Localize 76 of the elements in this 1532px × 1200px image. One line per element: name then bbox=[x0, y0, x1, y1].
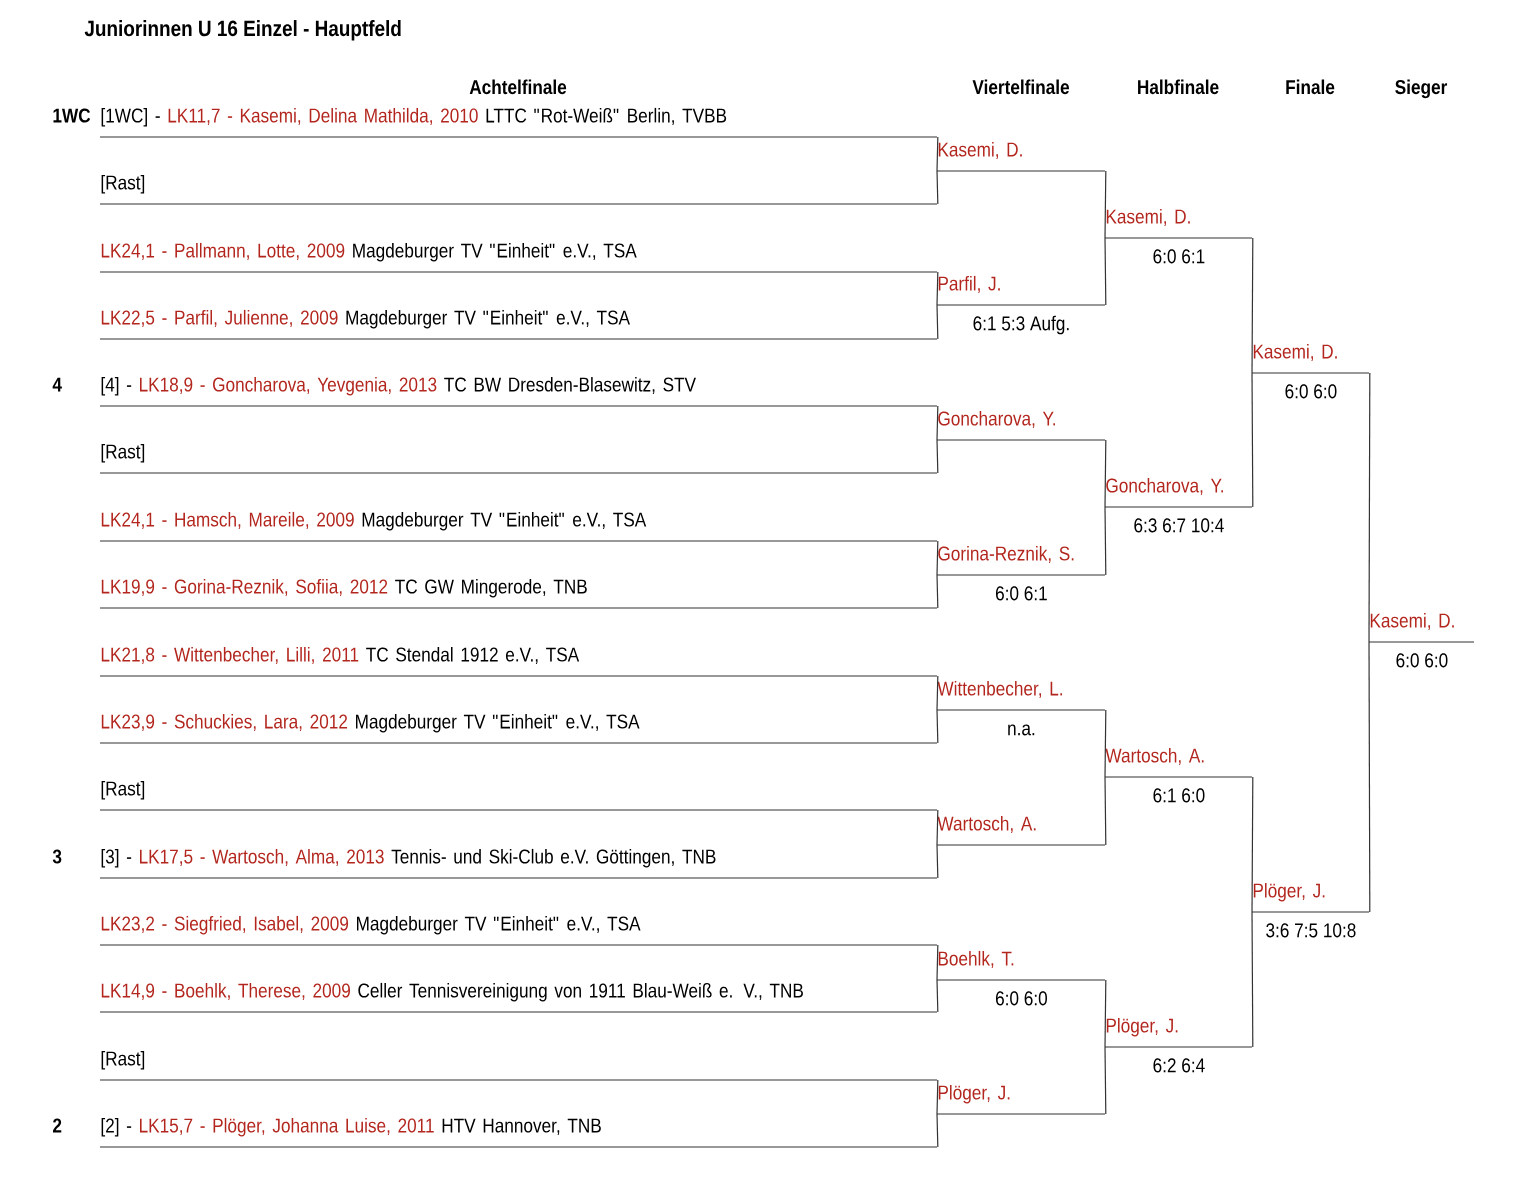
seed-label: 2 bbox=[53, 1118, 62, 1133]
round-header: Finale bbox=[1286, 79, 1335, 95]
bracket-slot: Boehlk, T. bbox=[936, 950, 1106, 981]
round-header: Viertelfinale bbox=[972, 79, 1069, 95]
bracket-slot: LK24,1 - Hamsch, Mareile, 2009 Magdeburger TV "Einheit" e.V., TSA bbox=[99, 511, 938, 542]
bracket-slot: Plöger, J. bbox=[936, 1084, 1106, 1115]
score-label: 6:0 6:1 bbox=[1153, 249, 1205, 264]
round-header: Sieger bbox=[1395, 79, 1448, 99]
bracket-slot: [Rast] bbox=[99, 174, 938, 205]
bracket-line bbox=[1251, 776, 1254, 913]
score-label: 6:0 6:0 bbox=[1396, 653, 1448, 668]
bracket-slot: [1WC] - LK11,7 - Kasemi, Delina Mathilda, 2010 LTTC "Rot-Weiß" Berlin, TVBB bbox=[99, 107, 938, 138]
bracket-slot: Kasemi, D. bbox=[1251, 343, 1370, 374]
seed-label: 4 bbox=[52, 377, 62, 392]
bracket-line bbox=[1104, 979, 1107, 1048]
score-label: n.a. bbox=[1008, 724, 1035, 736]
bracket-line bbox=[1104, 170, 1107, 239]
bracket-slot: Parfil, J. bbox=[936, 275, 1106, 306]
bracket-line bbox=[1104, 776, 1107, 846]
bracket-line bbox=[936, 271, 939, 306]
score-label: 6:1 5:3 Aufg. bbox=[973, 315, 1069, 335]
bracket-slot: [3] - LK17,5 - Wartosch, Alma, 2013 Tennis- und Ski-Club e.V. Göttingen, TNB bbox=[99, 848, 938, 879]
bracket-line bbox=[1104, 709, 1107, 778]
bracket-line bbox=[936, 136, 939, 172]
bracket-line bbox=[936, 979, 939, 1013]
bracket-slot: [Rast] bbox=[99, 443, 938, 474]
bracket-line bbox=[1368, 641, 1371, 913]
bracket-slot: [4] - LK18,9 - Goncharova, Yevgenia, 2013 TC BW Dresden-Blasewitz, STV bbox=[99, 376, 938, 407]
bracket-line bbox=[1368, 372, 1371, 643]
bracket-line bbox=[936, 1079, 939, 1115]
seed-label: 1WC bbox=[53, 108, 91, 123]
bracket-slot: Plöger, J. bbox=[1104, 1017, 1253, 1048]
bracket-line bbox=[936, 439, 939, 474]
score-label: 6:1 6:0 bbox=[1153, 788, 1205, 803]
bracket-line bbox=[936, 1113, 939, 1148]
bracket-line bbox=[1104, 506, 1107, 576]
bracket-line bbox=[936, 844, 939, 879]
bracket-slot: LK19,9 - Gorina-Reznik, Sofiia, 2012 TC GW Mingerode, TNB bbox=[99, 578, 938, 609]
bracket-slot: LK23,9 - Schuckies, Lara, 2012 Magdeburger TV "Einheit" e.V., TSA bbox=[99, 713, 938, 744]
bracket-slot: Gorina-Reznik, S. bbox=[936, 545, 1106, 576]
bracket-slot: Plöger, J. bbox=[1251, 882, 1370, 913]
bracket-line bbox=[1104, 1046, 1107, 1115]
bracket-line bbox=[936, 405, 939, 441]
bracket-slot: LK24,1 - Pallmann, Lotte, 2009 Magdeburger TV "Einheit" e.V., TSA bbox=[99, 242, 938, 273]
score-label: 6:0 6:0 bbox=[1285, 384, 1337, 399]
bracket-line bbox=[1251, 372, 1254, 508]
bracket-line bbox=[936, 709, 939, 744]
bracket-line bbox=[936, 170, 939, 205]
bracket-slot: Goncharova, Y. bbox=[1104, 477, 1253, 508]
bracket-line bbox=[1104, 439, 1107, 508]
bracket-line bbox=[1104, 237, 1107, 306]
bracket-line bbox=[1251, 911, 1254, 1048]
bracket-slot: Kasemi, D. bbox=[1104, 208, 1253, 239]
score-label: 6:2 6:4 bbox=[1153, 1058, 1205, 1073]
bracket-slot: [2] - LK15,7 - Plöger, Johanna Luise, 2011 HTV Hannover, TNB bbox=[99, 1117, 938, 1148]
bracket-slot: LK23,2 - Siegfried, Isabel, 2009 Magdeburger TV "Einheit" e.V., TSA bbox=[99, 915, 938, 946]
score-label: 6:0 6:0 bbox=[996, 991, 1047, 1006]
bracket-slot: Kasemi, D. bbox=[936, 141, 1106, 172]
bracket-slot: [Rast] bbox=[99, 780, 938, 811]
round-header: Halbfinale bbox=[1138, 79, 1219, 95]
score-label: 3:6 7:5 10:8 bbox=[1266, 923, 1356, 938]
bracket-line bbox=[1251, 237, 1254, 374]
bracket-slot: Goncharova, Y. bbox=[936, 410, 1106, 441]
bracket-slot: Kasemi, D. bbox=[1368, 612, 1475, 643]
title: Juniorinnen U 16 Einzel - Hauptfeld bbox=[84, 20, 401, 41]
bracket-line bbox=[936, 304, 939, 340]
bracket-slot: [Rast] bbox=[99, 1050, 938, 1081]
seed-label: 3 bbox=[52, 849, 62, 864]
bracket-line bbox=[936, 944, 939, 981]
bracket-line bbox=[936, 574, 939, 609]
score-label: 6:3 6:7 10:4 bbox=[1134, 518, 1224, 533]
bracket-slot: LK21,8 - Wittenbecher, Lilli, 2011 TC Stendal 1912 e.V., TSA bbox=[99, 646, 938, 677]
bracket-slot: LK22,5 - Parfil, Julienne, 2009 Magdeburger TV "Einheit" e.V., TSA bbox=[99, 309, 938, 340]
score-label: 6:0 6:1 bbox=[996, 586, 1047, 601]
bracket-slot: LK14,9 - Boehlk, Therese, 2009 Celler Tennisvereinigung von 1911 Blau-Weiß e. V., TNB bbox=[99, 982, 938, 1013]
bracket-line bbox=[936, 540, 939, 576]
